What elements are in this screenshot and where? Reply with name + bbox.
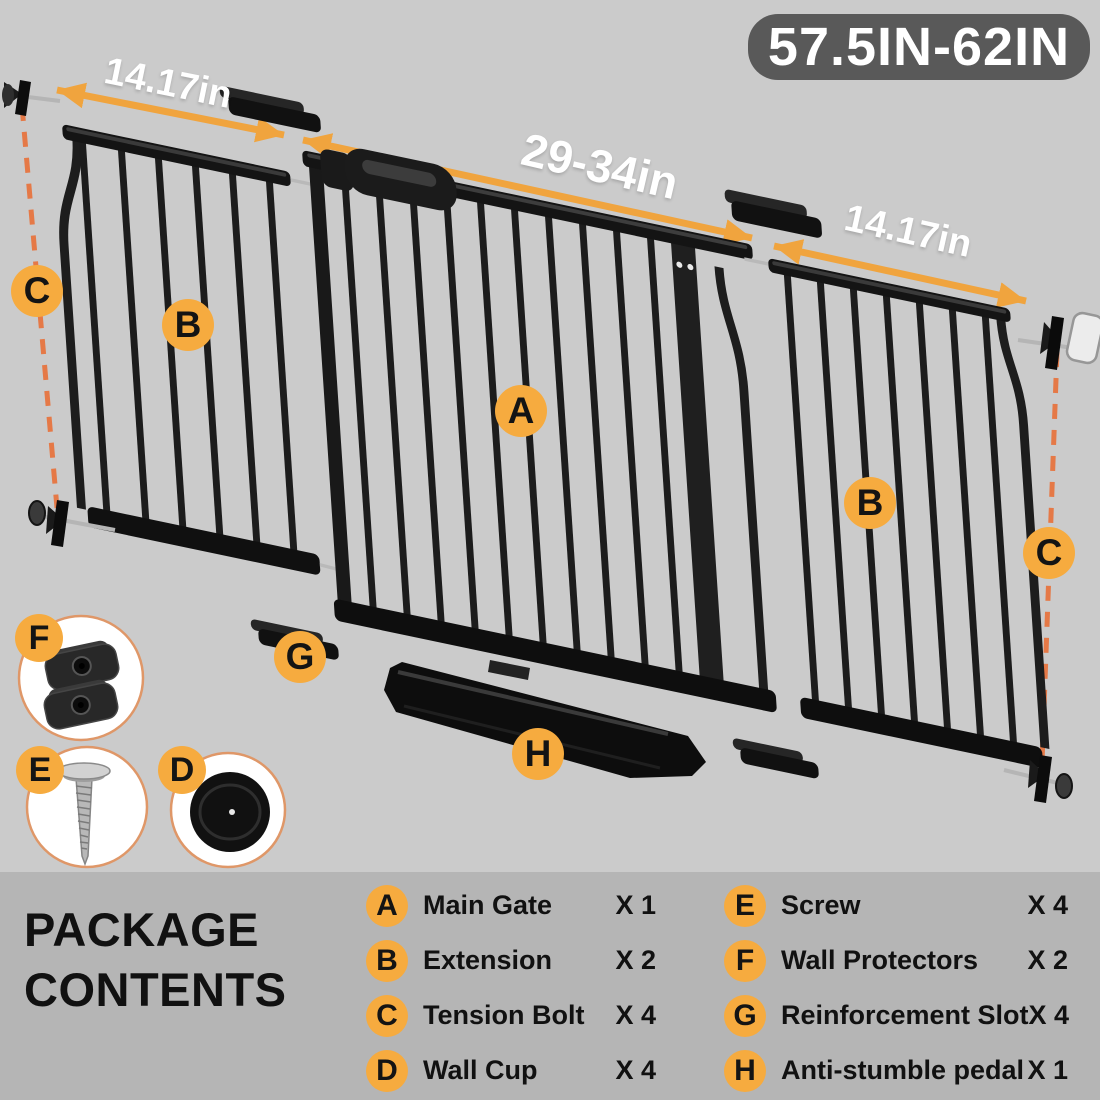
dim-arrow-right-extension xyxy=(773,239,1027,308)
tension-bolt-bottom-right xyxy=(1003,755,1073,803)
item-name: Anti-stumble pedal xyxy=(781,1055,1025,1085)
item-name: Extension xyxy=(423,945,553,975)
item-quantity: X 2 xyxy=(1027,945,1068,975)
item-name: Wall Protectors xyxy=(781,945,979,975)
callout-g: G xyxy=(274,631,326,683)
item-letter-badge: F xyxy=(724,939,766,982)
item-name: Main Gate xyxy=(423,890,553,920)
package-contents-panel: PACKAGE CONTENTS A Main Gate X 1 B Exten… xyxy=(0,872,1100,1100)
callout-a-main: A xyxy=(495,385,547,437)
wall-protectors-preview xyxy=(17,614,145,742)
list-item-main-gate: A Main Gate X 1 xyxy=(366,878,656,933)
item-quantity: X 2 xyxy=(615,945,656,975)
item-letter-badge: D xyxy=(366,1049,408,1092)
item-name: Tension Bolt xyxy=(423,1000,585,1030)
right-extension-illustration xyxy=(744,257,1050,768)
illustration-area: 57.5IN-62IN 14.17in 29-34in 14.17in C B … xyxy=(2,14,1100,869)
package-contents-title: PACKAGE CONTENTS xyxy=(24,903,287,1017)
gate-handle xyxy=(320,148,457,211)
callout-h: H xyxy=(512,728,564,780)
callout-c-right: C xyxy=(1023,527,1075,579)
item-letter-badge: C xyxy=(366,994,408,1037)
item-quantity: X 4 xyxy=(615,1000,656,1030)
callout-c-left: C xyxy=(11,265,63,317)
item-letter-badge: B xyxy=(366,939,408,982)
item-quantity: X 4 xyxy=(615,1055,656,1085)
main-gate-illustration xyxy=(302,148,777,713)
package-list-column-2: E Screw X 4 F Wall Protectors X 2 G Rein… xyxy=(724,878,1070,1098)
list-item-reinforcement-slot: G Reinforcement Slot X 4 xyxy=(724,988,1070,1043)
tension-bolt-top-right xyxy=(1017,311,1100,370)
tension-bolt-top-left xyxy=(2,80,61,116)
item-quantity: X 4 xyxy=(1027,890,1068,920)
left-extension-illustration xyxy=(59,124,340,575)
reinforcement-slot-bottom-right xyxy=(732,738,819,779)
anti-stumble-pedal-illustration xyxy=(384,660,706,778)
item-letter-badge: A xyxy=(366,884,408,927)
package-list-column-1: A Main Gate X 1 B Extension X 2 C Tensio… xyxy=(366,878,656,1098)
callout-b-left: B xyxy=(162,299,214,351)
item-letter-badge: E xyxy=(724,884,766,927)
item-letter-badge: H xyxy=(724,1049,766,1092)
reinforcement-slot-top-left xyxy=(219,86,321,133)
item-quantity: X 1 xyxy=(1027,1055,1068,1085)
callout-e: E xyxy=(16,746,64,794)
list-item-extension: B Extension X 2 xyxy=(366,933,656,988)
wall-cup-on-bolt xyxy=(1065,311,1100,365)
reinforcement-slot-top-right xyxy=(724,189,822,238)
callout-f: F xyxy=(15,614,63,662)
item-name: Reinforcement Slot xyxy=(781,1000,1029,1030)
item-quantity: X 1 xyxy=(615,890,656,920)
item-letter-badge: G xyxy=(724,994,766,1037)
dim-arrow-left-extension xyxy=(56,82,285,143)
list-item-wall-cup: D Wall Cup X 4 xyxy=(366,1043,656,1098)
list-item-anti-stumble-pedal: H Anti-stumble pedal X 1 xyxy=(724,1043,1068,1098)
item-name: Wall Cup xyxy=(423,1055,538,1085)
gate-diagram xyxy=(2,80,1100,869)
list-item-screw: E Screw X 4 xyxy=(724,878,1068,933)
item-quantity: X 4 xyxy=(1028,1000,1070,1030)
tension-bolt-bottom-left xyxy=(28,500,116,547)
item-name: Screw xyxy=(781,890,861,920)
callout-d: D xyxy=(158,746,206,794)
size-range-badge: 57.5IN-62IN xyxy=(748,14,1090,80)
callout-b-right: B xyxy=(844,477,896,529)
list-item-tension-bolt: C Tension Bolt X 4 xyxy=(366,988,656,1043)
list-item-wall-protectors: F Wall Protectors X 2 xyxy=(724,933,1068,988)
